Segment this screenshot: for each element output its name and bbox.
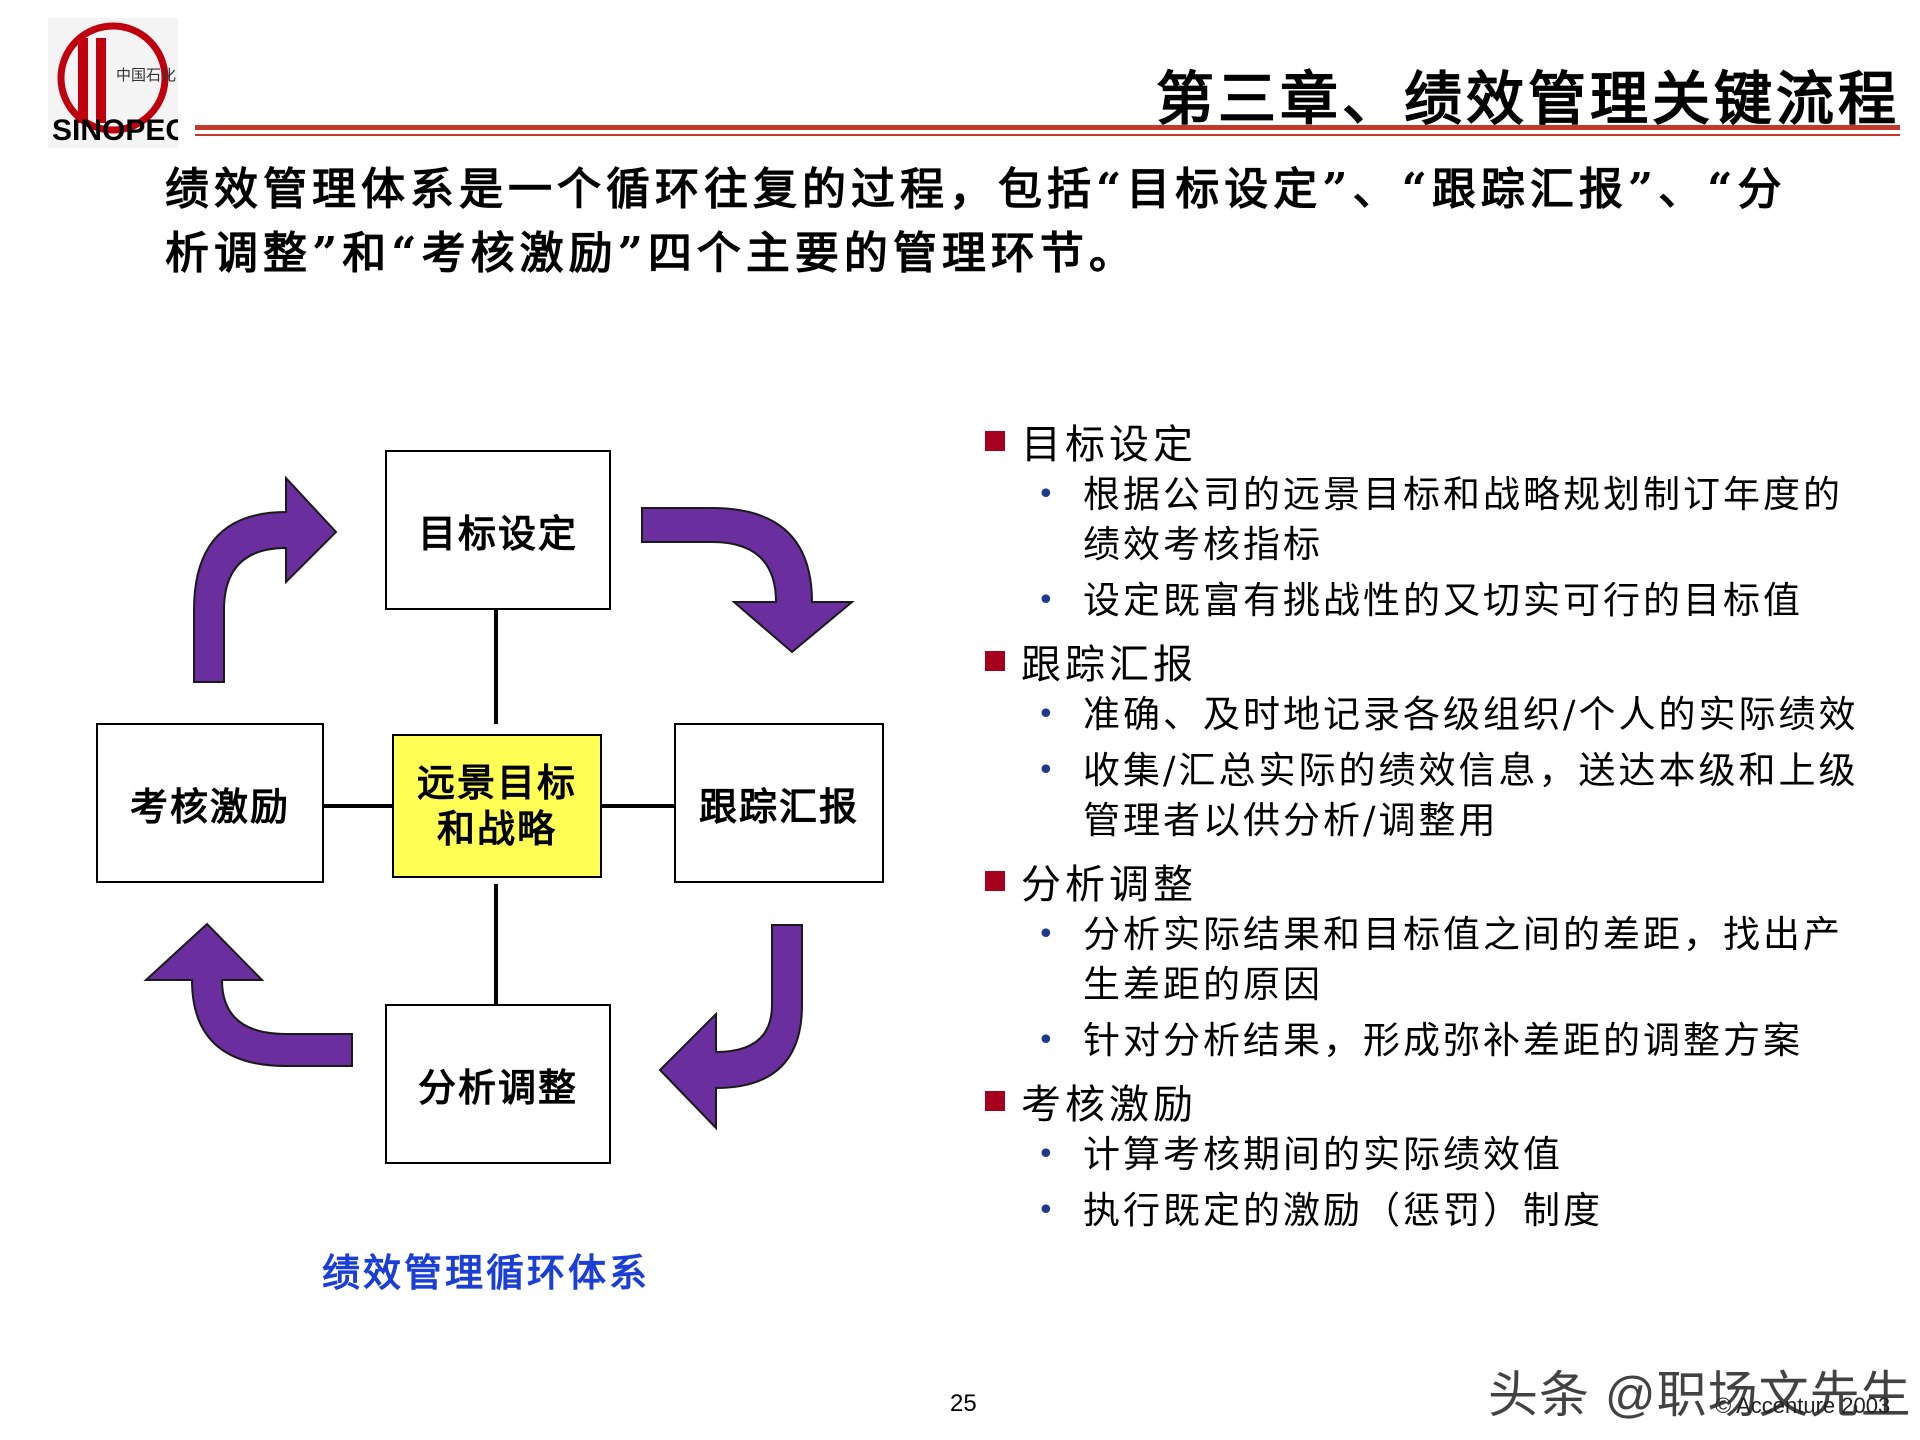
list-item: •设定既富有挑战性的又切实可行的目标值 (985, 576, 1865, 626)
bullet-dot-icon: • (1037, 583, 1058, 618)
svg-text:SINOPEC: SINOPEC (52, 114, 178, 147)
bullet-square-icon (985, 431, 1005, 451)
vision-line-2: 和战略 (436, 806, 557, 851)
box-analysis-adjustment: 分析调整 (385, 1004, 611, 1164)
copyright: © Accenture 2003 (1715, 1393, 1891, 1418)
list-item: •准确、及时地记录各级组织/个人的实际绩效 (985, 690, 1865, 740)
chapter-title: 第三章、绩效管理关键流程 (1155, 65, 1900, 133)
box-vision-strategy: 远景目标 和战略 (392, 734, 602, 878)
bullet-dot-icon: • (1037, 917, 1058, 952)
section-title: 分析调整 (1021, 862, 1197, 908)
section-goal-setting: 目标设定 (985, 412, 1865, 470)
bullet-square-icon (985, 871, 1005, 891)
section-title: 考核激励 (1021, 1082, 1197, 1128)
diagram-caption: 绩效管理循环体系 (322, 1250, 651, 1295)
section-assessment-incentive: 考核激励 (985, 1072, 1865, 1130)
sinopec-logo: 中国石化 SINOPEC (48, 18, 187, 148)
bullet-dot-icon: • (1037, 1193, 1058, 1228)
svg-text:中国石化: 中国石化 (116, 66, 176, 84)
section-title: 跟踪汇报 (1021, 642, 1197, 688)
key-points-list: 目标设定 •根据公司的远景目标和战略规划制订年度的绩效考核指标 •设定既富有挑战… (985, 412, 1865, 1242)
box-assessment-incentive: 考核激励 (96, 723, 324, 883)
bullet-square-icon (985, 1091, 1005, 1111)
list-item: •分析实际结果和目标值之间的差距，找出产生差距的原因 (985, 910, 1865, 1010)
connector-left (324, 804, 392, 808)
arrow-bottom-to-left-icon (143, 922, 353, 1067)
arrow-left-to-top-icon (193, 475, 338, 683)
section-tracking-reporting: 跟踪汇报 (985, 632, 1865, 690)
bullet-dot-icon: • (1037, 1023, 1058, 1058)
bullet-dot-icon: • (1037, 753, 1058, 788)
connector-right (601, 804, 675, 808)
list-item: •根据公司的远景目标和战略规划制订年度的绩效考核指标 (985, 470, 1865, 570)
watermark: 头条 @职场文先生 (1488, 1367, 1912, 1423)
bullet-dot-icon: • (1037, 1137, 1058, 1172)
header-rule-thin (195, 134, 1900, 136)
page-number: 25 (950, 1390, 977, 1417)
arrow-right-to-bottom-icon (658, 924, 803, 1131)
list-item: •针对分析结果，形成弥补差距的调整方案 (985, 1016, 1865, 1066)
arrow-top-to-right-icon (641, 507, 855, 654)
intro-text: 绩效管理体系是一个循环往复的过程，包括“目标设定”、“跟踪汇报”、“分析调整”和… (165, 164, 1787, 279)
bullet-dot-icon: • (1037, 477, 1058, 512)
section-analysis-adjustment: 分析调整 (985, 852, 1865, 910)
vision-line-1: 远景目标 (416, 760, 577, 805)
list-item: •计算考核期间的实际绩效值 (985, 1130, 1865, 1180)
connector-bottom (494, 884, 498, 1004)
header-rule (195, 125, 1900, 130)
bullet-dot-icon: • (1037, 697, 1058, 732)
list-item: •执行既定的激励（惩罚）制度 (985, 1186, 1865, 1236)
bullet-square-icon (985, 651, 1005, 671)
list-item: •收集/汇总实际的绩效信息，送达本级和上级管理者以供分析/调整用 (985, 746, 1865, 846)
performance-cycle-diagram: 目标设定 跟踪汇报 分析调整 考核激励 远景目标 和战略 (0, 420, 930, 1320)
connector-top (494, 610, 498, 724)
box-tracking-reporting: 跟踪汇报 (674, 723, 884, 883)
box-goal-setting: 目标设定 (385, 450, 611, 610)
section-title: 目标设定 (1021, 422, 1197, 468)
